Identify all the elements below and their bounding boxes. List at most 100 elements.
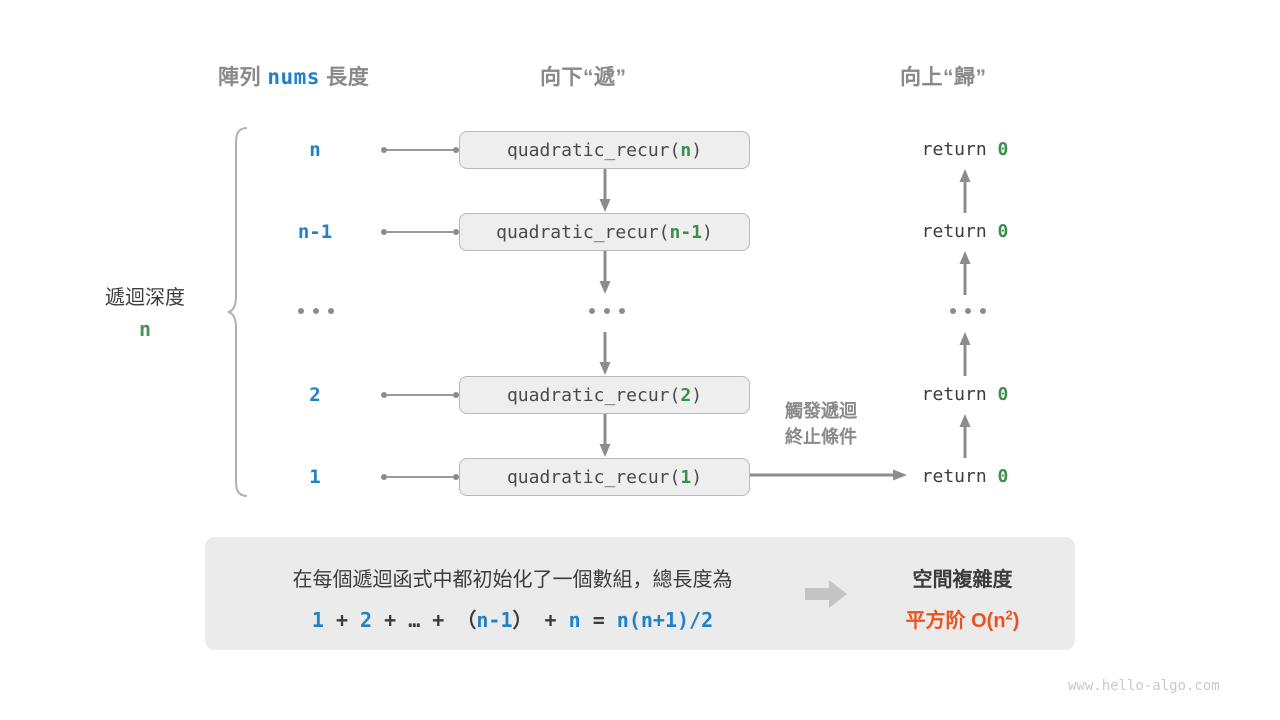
complexity-order-label: 平方阶: [905, 610, 972, 632]
descend-arrow-2-to-dots: [597, 251, 613, 295]
complexity-big-o: O(n: [971, 610, 1006, 632]
terminate-condition-note: 觸發遞迴 終止條件: [757, 398, 885, 450]
call-box-row-5[interactable]: quadratic_recur(1): [459, 458, 750, 496]
ellipsis-dot: [950, 308, 956, 314]
return-row-4: return 0: [885, 384, 1045, 405]
call-box-suffix-2: ): [702, 221, 713, 243]
call-box-prefix-5: quadratic_recur(: [506, 466, 681, 488]
return-value-4: 0: [997, 384, 1009, 405]
connector-line-5: [387, 476, 453, 478]
space-complexity-value: 平方阶 O(n2): [855, 604, 1070, 633]
return-row-2: return 0: [885, 221, 1045, 242]
header-array-prefix: 陣列: [218, 66, 268, 89]
call-box-row-4[interactable]: quadratic_recur(2): [459, 376, 750, 414]
terminate-arrow: [750, 467, 908, 483]
ellipsis-dot: [328, 308, 334, 314]
recursion-depth-text: 遞迴深度: [105, 287, 185, 309]
summary-formula: 1 + 2 + … + （n-1） + n = n(n+1)/2: [215, 604, 810, 633]
call-box-prefix-4: quadratic_recur(: [506, 384, 681, 406]
call-box-arg-2: n-1: [669, 221, 703, 243]
connector-dot-right-1: [453, 147, 459, 153]
formula-op-1: +: [323, 608, 361, 632]
watermark: www.hello-algo.com: [1068, 678, 1220, 694]
ascend-arrow-5-to-4: [957, 412, 973, 458]
formula-paren-close: ）: [512, 608, 533, 632]
return-value-2: 0: [997, 221, 1009, 242]
connector-row-2: [381, 229, 459, 235]
depth-number-row-2: n-1: [297, 221, 333, 243]
return-prefix-1: return: [921, 139, 998, 160]
return-prefix-4: return: [921, 384, 998, 405]
depth-number-row-5: 1: [309, 466, 321, 488]
connector-dot-right-2: [453, 229, 459, 235]
depth-brace-svg: [227, 127, 247, 497]
return-row-1: return 0: [885, 139, 1045, 160]
descend-arrow-4-to-5: [597, 414, 613, 458]
ellipsis-dot: [980, 308, 986, 314]
connector-line-4: [387, 394, 453, 396]
call-box-suffix-5: ): [691, 466, 703, 488]
connector-dot-right-4: [453, 392, 459, 398]
formula-term-2: 2: [360, 608, 373, 632]
ascend-arrow-4-to-dots: [957, 330, 973, 376]
depth-number-row-1: n: [309, 139, 321, 161]
connector-dot-left-2: [381, 229, 387, 235]
connector-dot-left-4: [381, 392, 387, 398]
ellipsis-dot: [589, 308, 595, 314]
ellipsis-dot: [619, 308, 625, 314]
complexity-exponent: 2: [1005, 607, 1013, 623]
recursion-depth-value: n: [138, 317, 152, 341]
ellipsis-dot: [604, 308, 610, 314]
space-complexity-title: 空間複雜度: [912, 569, 1013, 591]
connector-dot-left-1: [381, 147, 387, 153]
call-box-suffix-1: ): [691, 139, 703, 161]
summary-panel: [205, 537, 1075, 650]
call-box-prefix-2: quadratic_recur(: [496, 221, 670, 243]
header-array-length: 陣列 nums 長度: [218, 61, 369, 91]
formula-ellipsis: …: [408, 608, 421, 632]
connector-dot-right-5: [453, 474, 459, 480]
return-prefix-2: return: [921, 221, 998, 242]
depth-brace: [226, 126, 250, 498]
formula-result: n(n+1)/2: [616, 608, 714, 632]
formula-op-3: +: [420, 608, 457, 632]
connector-row-1: [381, 147, 459, 153]
summary-description: 在每個遞迴函式中都初始化了一個數組，總長度為: [292, 569, 733, 591]
call-box-suffix-4: ): [691, 384, 703, 406]
return-value-1: 0: [997, 139, 1009, 160]
connector-dot-left-5: [381, 474, 387, 480]
return-value-5: 0: [997, 466, 1009, 487]
call-ellipsis-row-3: [589, 308, 625, 314]
ellipsis-dot: [965, 308, 971, 314]
call-box-prefix-1: quadratic_recur(: [506, 139, 681, 161]
header-array-suffix: 長度: [319, 66, 370, 89]
call-box-arg-5: 1: [680, 466, 692, 488]
formula-term-4: n-1: [476, 608, 513, 632]
return-ellipsis-row-3: [950, 308, 986, 314]
call-box-arg-4: 2: [680, 384, 692, 406]
return-prefix-5: return: [921, 466, 998, 487]
return-row-5: return 0: [885, 466, 1045, 487]
formula-op-4: +: [532, 608, 569, 632]
formula-paren-open: （: [456, 608, 477, 632]
formula-term-1: 1: [311, 608, 324, 632]
depth-ellipsis-row-3: [298, 308, 334, 314]
connector-row-4: [381, 392, 459, 398]
formula-equals: =: [580, 608, 617, 632]
recursion-depth-label: 遞迴深度 n: [90, 283, 200, 345]
ascend-arrow-2-to-1: [957, 167, 973, 213]
connector-row-5: [381, 474, 459, 480]
header-ascend: 向上“歸”: [900, 66, 987, 89]
depth-number-row-4: 2: [309, 384, 321, 406]
connector-line-2: [387, 231, 453, 233]
call-box-row-2[interactable]: quadratic_recur(n-1): [459, 213, 750, 251]
call-box-arg-1: n: [680, 139, 692, 161]
descend-arrow-dots-to-4: [597, 332, 613, 376]
formula-term-5: n: [568, 608, 581, 632]
terminate-note-line-2: 終止條件: [785, 427, 857, 448]
call-box-row-1[interactable]: quadratic_recur(n): [459, 131, 750, 169]
terminate-note-line-1: 觸發遞迴: [785, 401, 857, 421]
summary-arrow-icon: [805, 580, 847, 608]
ascend-arrow-dots-to-2: [957, 249, 973, 295]
